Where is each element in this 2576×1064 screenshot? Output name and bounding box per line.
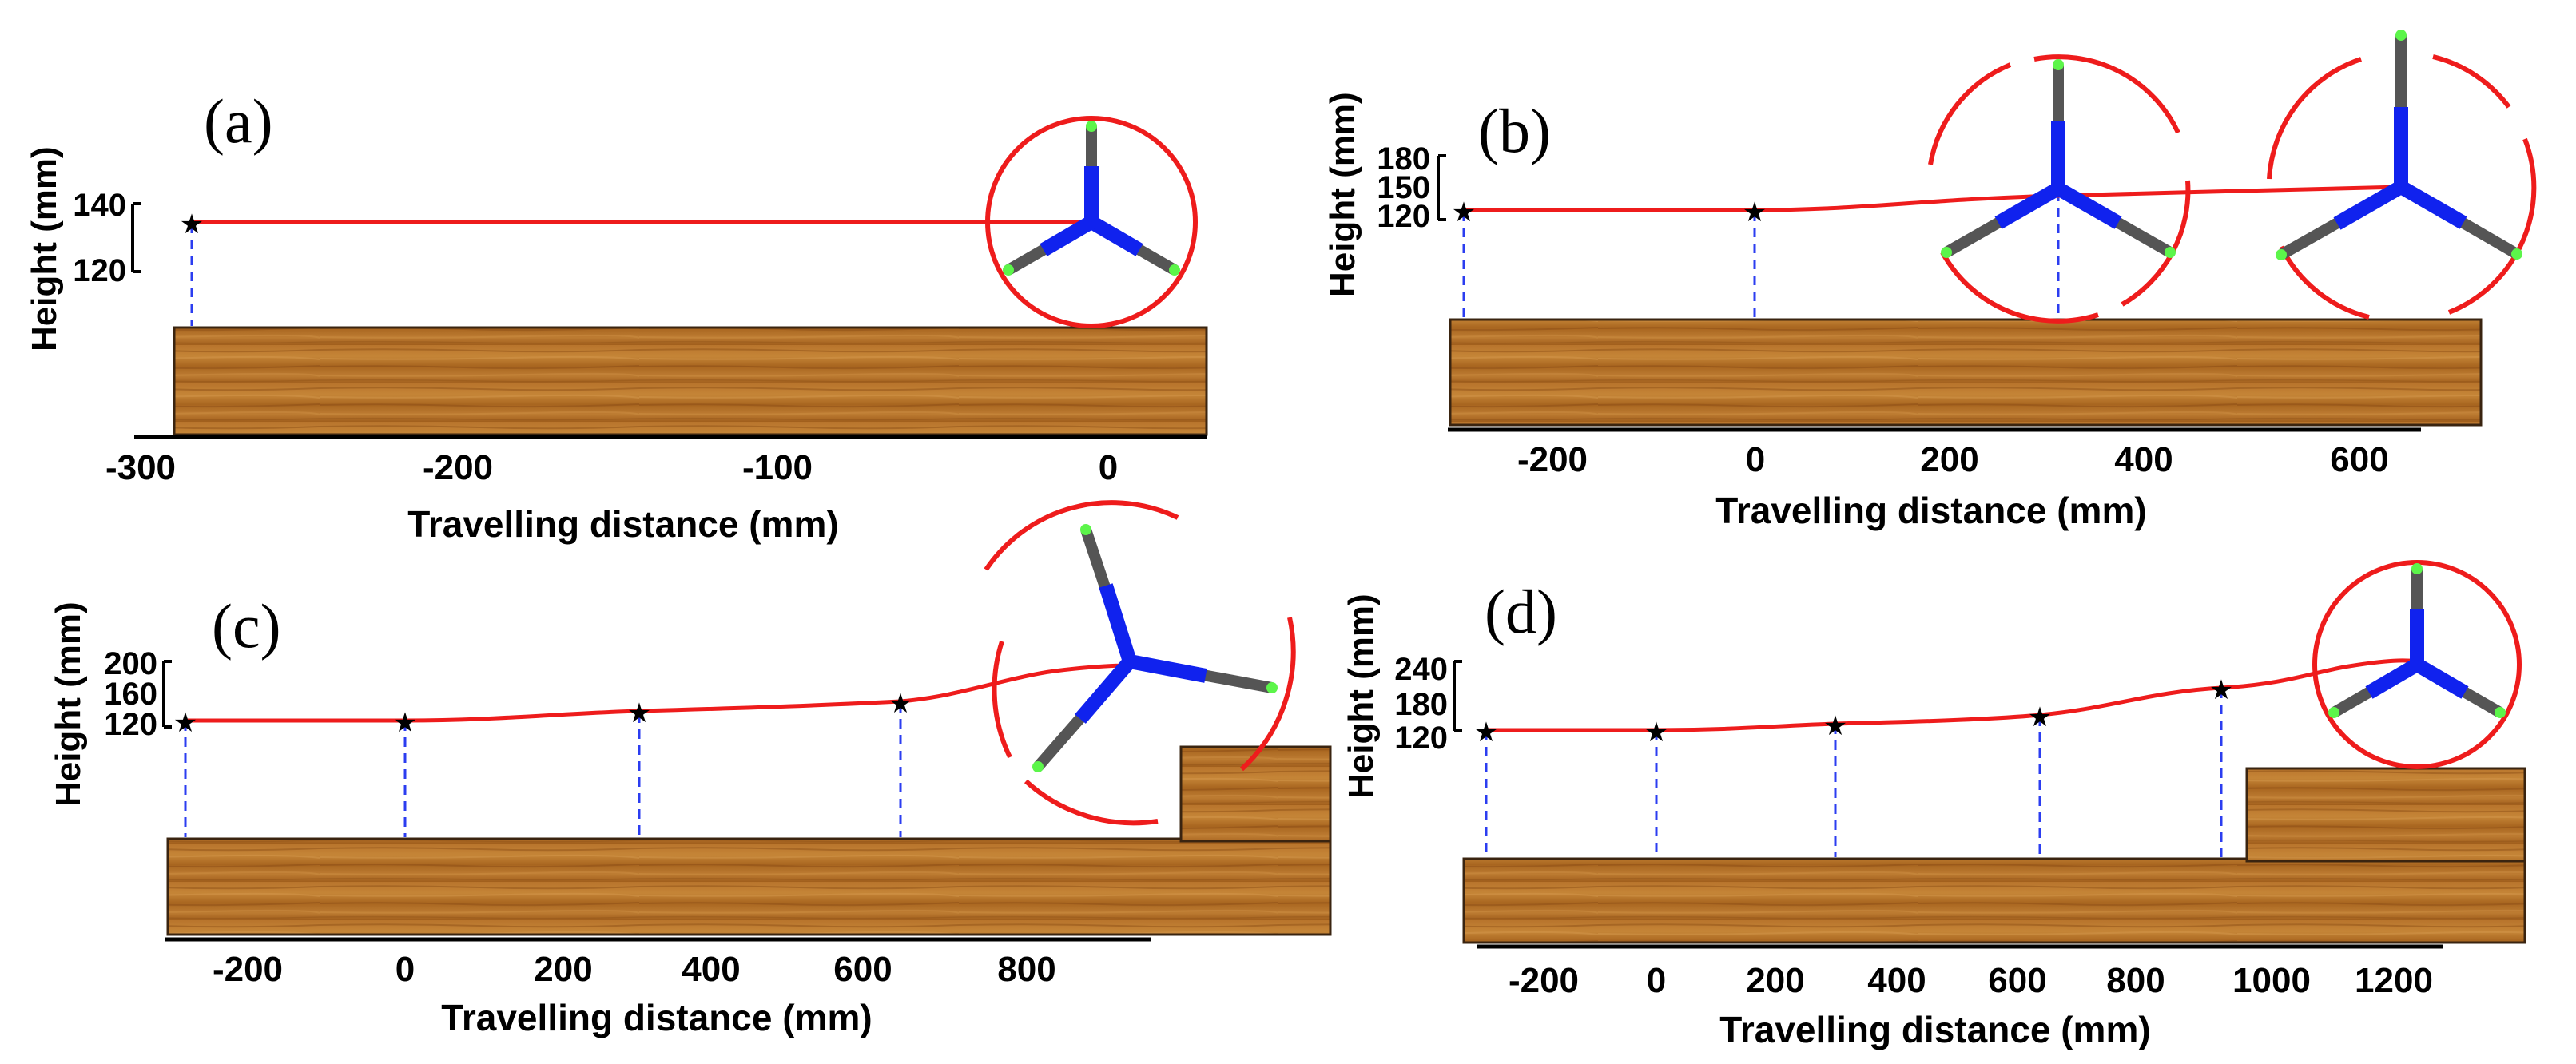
panel-d-x-tick-1: 0 xyxy=(1647,961,1666,1000)
panel-b-ground xyxy=(1449,318,2483,427)
panel-d-marker-2: ★ xyxy=(1823,710,1847,742)
panel-c-marker-0: ★ xyxy=(173,707,197,739)
panel-c-marker-1: ★ xyxy=(393,707,417,739)
panel-a: (a) Height (mm) 140 120 -300 -200 -100 0… xyxy=(25,86,1208,545)
panel-c-step xyxy=(1179,745,1332,843)
panel-a-marker-0: ★ xyxy=(180,208,204,240)
panel-b-wheel-1 xyxy=(1928,54,2191,324)
panel-b-x-tick-0: -200 xyxy=(1517,440,1588,479)
panel-c-ground xyxy=(166,837,1332,936)
panel-b-x-tick-3: 400 xyxy=(2114,440,2173,479)
panel-a-y-tick-120: 120 xyxy=(73,253,126,288)
panel-d-x-tick-4: 600 xyxy=(1988,961,2046,1000)
panel-b-letter: (b) xyxy=(1478,96,1551,165)
panel-c-y-axis xyxy=(162,660,172,729)
panel-d-letter: (d) xyxy=(1485,577,1557,646)
panel-d-x-tick-5: 800 xyxy=(2106,961,2165,1000)
panel-b-y-tick-150: 150 xyxy=(1377,170,1430,205)
panel-b-trajectory xyxy=(1464,185,2402,212)
panel-a-x-axis-label: Travelling distance (mm) xyxy=(407,503,838,545)
panel-d: (d) Height (mm) 240 180 120 -200 0 200 4… xyxy=(1342,560,2526,1050)
panel-c-y-tick-200: 200 xyxy=(104,646,157,681)
panel-b-y-tick-180: 180 xyxy=(1377,141,1430,177)
panel-a-x-tick-2: -100 xyxy=(742,448,813,487)
panel-a-y-axis-label-group: Height (mm) xyxy=(25,146,64,351)
panel-d-y-tick-180: 180 xyxy=(1394,687,1448,722)
panel-c-x-tick-5: 800 xyxy=(997,950,1055,989)
panel-d-wheel xyxy=(2312,560,2522,769)
panel-d-marker-3: ★ xyxy=(2028,701,2052,733)
panel-d-y-axis-label: Height (mm) xyxy=(1342,594,1381,799)
panel-c: (c) Height (mm) 200 160 120 -200 0 200 4… xyxy=(49,500,1332,1038)
panel-d-x-tick-2: 200 xyxy=(1746,961,1804,1000)
panel-c-trajectory xyxy=(185,663,1131,723)
panel-d-x-tick-7: 1200 xyxy=(2355,961,2433,1000)
panel-a-wheel xyxy=(985,116,1198,328)
panel-d-marker-0: ★ xyxy=(1474,717,1498,748)
panel-d-y-tick-120: 120 xyxy=(1394,721,1448,756)
panel-b-marker-1: ★ xyxy=(1743,197,1767,228)
panel-a-y-tick-140: 140 xyxy=(73,188,126,223)
panel-c-y-tick-160: 160 xyxy=(104,677,157,712)
panel-a-y-axis-label: Height (mm) xyxy=(25,146,64,351)
panel-c-x-tick-0: -200 xyxy=(213,950,283,989)
panel-c-y-axis-label: Height (mm) xyxy=(49,601,88,807)
panel-a-ground xyxy=(173,326,1208,436)
panel-b-x-tick-2: 200 xyxy=(1920,440,1978,479)
panel-c-x-tick-1: 0 xyxy=(396,950,415,989)
panel-a-x-tick-3: 0 xyxy=(1099,448,1118,487)
panel-d-x-tick-3: 400 xyxy=(1867,961,1926,1000)
panel-d-trajectory xyxy=(1486,658,2418,732)
panel-b-wheel-2 xyxy=(2267,30,2537,320)
panel-a-x-tick-0: -300 xyxy=(105,448,176,487)
panel-c-letter: (c) xyxy=(212,591,281,661)
panel-c-x-tick-2: 200 xyxy=(534,950,592,989)
panel-c-x-tick-4: 600 xyxy=(833,950,892,989)
panel-b: (b) Height (mm) 180 150 120 -200 0 200 4… xyxy=(1323,30,2537,531)
panel-a-x-tick-1: -200 xyxy=(423,448,493,487)
panel-d-y-axis xyxy=(1453,660,1462,732)
panel-d-x-axis-label: Travelling distance (mm) xyxy=(1719,1009,2150,1050)
panel-c-x-axis-label: Travelling distance (mm) xyxy=(441,997,872,1038)
panel-c-x-tick-3: 400 xyxy=(682,950,740,989)
panel-c-wheel xyxy=(984,500,1296,826)
panel-d-marker-4: ★ xyxy=(2209,674,2233,706)
panel-d-x-tick-0: -200 xyxy=(1509,961,1579,1000)
panel-b-x-tick-1: 0 xyxy=(1746,440,1765,479)
panel-d-marker-1: ★ xyxy=(1644,717,1668,748)
panel-c-marker-3: ★ xyxy=(888,688,912,720)
panel-a-letter: (a) xyxy=(204,86,273,156)
panel-b-y-axis xyxy=(1437,154,1446,221)
panel-c-y-tick-120: 120 xyxy=(104,707,157,742)
panel-d-x-tick-6: 1000 xyxy=(2232,961,2311,1000)
panel-a-y-axis xyxy=(131,202,141,273)
panel-c-marker-2: ★ xyxy=(627,697,651,729)
panel-d-step xyxy=(2245,767,2526,863)
panel-b-x-tick-4: 600 xyxy=(2330,440,2388,479)
panel-b-marker-0: ★ xyxy=(1452,197,1476,228)
panel-b-x-axis-label: Travelling distance (mm) xyxy=(1715,490,2146,531)
panel-b-y-axis-label: Height (mm) xyxy=(1323,92,1362,297)
panel-d-y-tick-240: 240 xyxy=(1394,652,1448,687)
panel-d-ground xyxy=(1462,857,2526,944)
panel-b-y-tick-120: 120 xyxy=(1377,199,1430,234)
